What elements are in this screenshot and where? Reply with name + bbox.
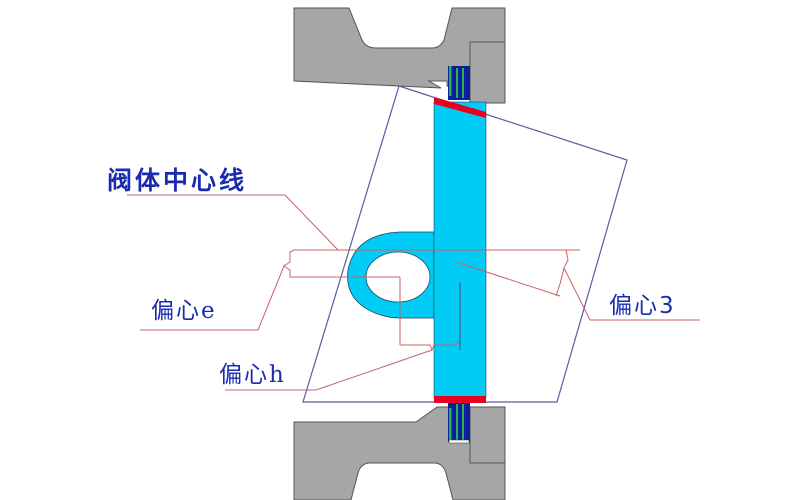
label-offset-h: 偏心h [219, 364, 286, 387]
packing-bottom [448, 402, 470, 444]
valve-body-bottom-step [469, 406, 506, 464]
label-offset-h-symbol: h [269, 362, 286, 388]
packing-top [448, 66, 470, 100]
label-offset-e-cn: 偏心 [151, 298, 201, 324]
label-offset-h-cn: 偏心 [219, 362, 269, 388]
seal-ring-bottom [434, 396, 486, 403]
label-offset-3-symbol: 3 [659, 293, 676, 319]
dimension-lines [127, 194, 700, 391]
valve-body-top-step [469, 41, 506, 104]
label-offset-3: 偏心3 [609, 295, 676, 318]
offset-frame-outline [302, 85, 628, 403]
label-offset-3-cn: 偏心 [609, 293, 659, 319]
label-offset-e-symbol: e [201, 298, 217, 324]
seal-ring-top [434, 97, 486, 118]
label-offset-e: 偏心e [151, 300, 217, 323]
label-body-centerline: 阀体中心线 [107, 166, 248, 195]
